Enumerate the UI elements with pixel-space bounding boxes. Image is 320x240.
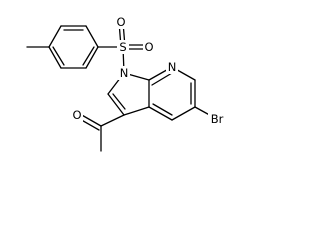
atom-label-bromine: Br: [208, 112, 226, 126]
atom-label-sulfur: S: [117, 40, 129, 54]
bond-tolyl-c1-c2: [48, 25, 62, 48]
atom-label-nitrogen-pyrrole: N: [118, 66, 130, 80]
svg-text:O: O: [116, 15, 125, 29]
bond-tolyl-c4-c5: [85, 46, 99, 69]
bond-c7a-n7-inner: [151, 72, 173, 86]
svg-text:S: S: [119, 40, 126, 54]
bond-c4-c3a-inner: [152, 103, 173, 116]
bond-carbonyl-o-a: [79, 113, 102, 127]
bond-c5-c4: [171, 106, 196, 121]
atom-label-oxygen-carbonyl: O: [71, 108, 83, 122]
svg-text:N: N: [168, 60, 177, 74]
bond-c3a-c3: [123, 106, 150, 116]
bond-c3-carbonyl: [100, 114, 125, 127]
chemical-structure-diagram: N N S O O O Br: [26, 15, 226, 152]
bond-c3-c2: [107, 93, 125, 116]
bond-tolyl-c4-c5-inner: [82, 46, 95, 66]
bond-tolyl-c6-c1: [48, 46, 62, 69]
bond-tolyl-c3-c4: [85, 25, 99, 48]
bond-c4-c3a: [148, 106, 173, 121]
atom-label-nitrogen-pyridine: N: [166, 60, 178, 74]
atom-label-oxygen-sulfonyl-right: O: [143, 40, 155, 54]
atom-labels: N N S O O O Br: [71, 15, 226, 126]
svg-text:Br: Br: [211, 112, 224, 126]
svg-text:O: O: [72, 108, 81, 122]
bond-c3-c2-inner: [112, 93, 126, 110]
bond-tolyl-c6-c1-inner: [52, 46, 65, 66]
svg-text:N: N: [120, 66, 129, 80]
svg-text:O: O: [144, 40, 153, 54]
atom-label-oxygen-sulfonyl-top: O: [115, 15, 127, 29]
